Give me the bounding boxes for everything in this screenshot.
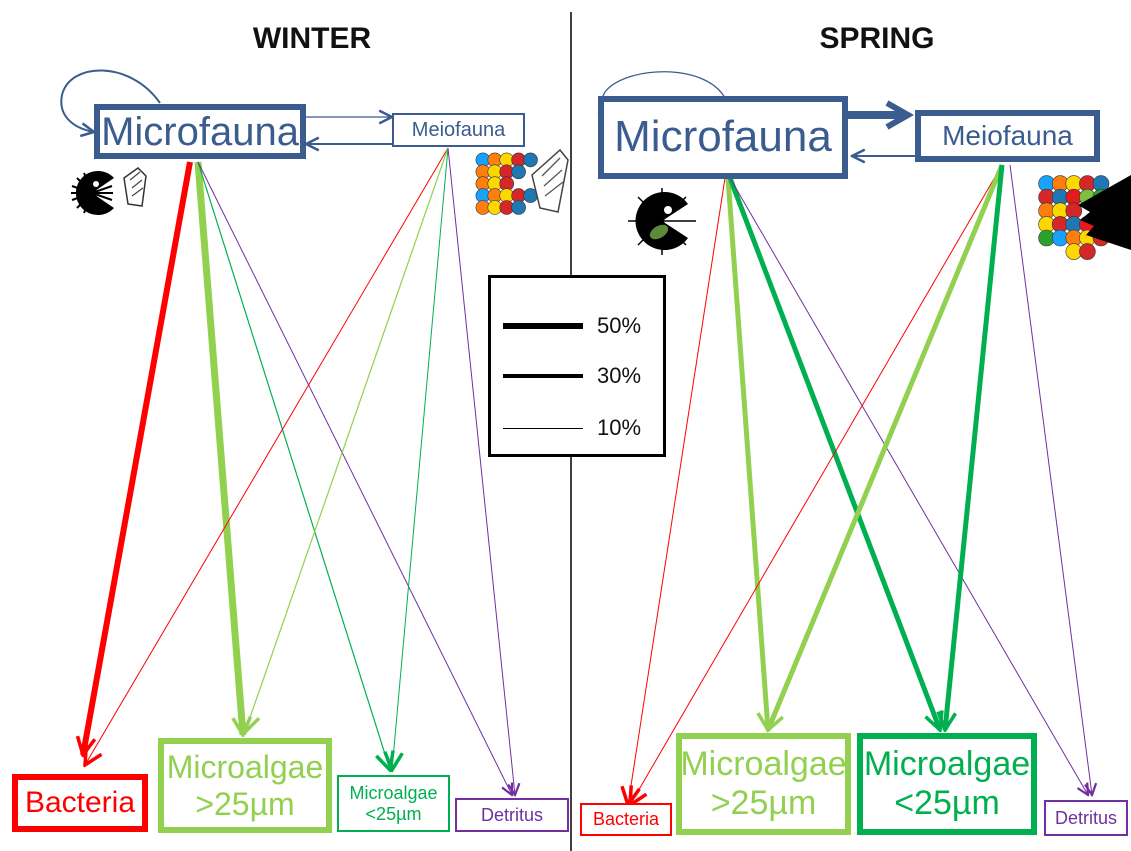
bead	[1079, 243, 1096, 260]
node-label: Detritus	[480, 804, 543, 825]
node-label: Detritus	[1054, 807, 1117, 828]
legend-row-10: 10%	[503, 415, 641, 441]
spring-microfauna-grazer-icon	[628, 188, 696, 255]
winter-flow-microfauna-microalgae-small	[197, 161, 390, 770]
spring-flow-microfauna-microalgae-small	[727, 177, 940, 730]
node-label: Bacteria	[24, 785, 136, 819]
winter-microalgae-large-node: Microalgae >25µm	[158, 738, 332, 833]
winter-loop-microfauna	[60, 69, 161, 132]
node-label: Bacteria	[592, 809, 660, 830]
bead	[523, 152, 538, 168]
winter-flow-meiofauna-microalgae-small	[392, 147, 449, 770]
spring-microalgae-small-node: Microalgae <25µm	[857, 733, 1037, 835]
spring-flow-microfauna-microalgae-large	[725, 177, 768, 730]
flow-width-legend: 50% 30% 10%	[488, 275, 666, 457]
node-label-line1: Microalgae	[863, 744, 1031, 783]
winter-flow-microfauna-bacteria	[83, 161, 193, 755]
spring-flow-meiofauna-bacteria	[630, 164, 1003, 805]
legend-line-30	[503, 374, 583, 378]
winter-flow-microfauna-detritus	[197, 161, 512, 795]
panel-title-winter: WINTER	[252, 22, 372, 55]
winter-flow-microfauna-microalgae-large	[194, 161, 243, 735]
spring-detritus-node: Detritus	[1044, 800, 1128, 836]
legend-row-50: 50%	[503, 313, 641, 339]
winter-detritus-node: Detritus	[455, 798, 569, 832]
winter-flows	[60, 69, 515, 795]
winter-bacteria-node: Bacteria	[12, 774, 148, 832]
spring-meiofauna-grazer-icon	[1038, 175, 1131, 260]
spring-flow-meiofauna-microalgae-small	[945, 164, 1005, 730]
node-label-line2: <25µm	[365, 803, 422, 824]
node-label-line1: Microalgae	[166, 748, 324, 785]
winter-microalgae-small-node: Microalgae <25µm	[337, 775, 450, 832]
node-label: Microfauna	[614, 112, 832, 162]
node-label-line2: >25µm	[710, 784, 817, 822]
node-label-line1: Microalgae	[680, 744, 847, 783]
legend-label-30: 30%	[597, 363, 642, 388]
legend-line-50	[503, 323, 583, 329]
winter-flow-meiofauna-microalgae-large	[245, 147, 449, 732]
spring-flow-microfauna-detritus	[729, 177, 1088, 795]
spring-flow-meiofauna-detritus	[1009, 164, 1092, 795]
legend-line-10	[503, 427, 583, 429]
spring-flow-meiofauna-microalgae-large	[768, 164, 1005, 730]
spring-bacteria-node: Bacteria	[580, 803, 672, 836]
winter-flow-meiofauna-detritus	[447, 147, 515, 795]
node-label-line2: >25µm	[195, 785, 295, 822]
spring-flow-microfauna-bacteria	[628, 177, 726, 805]
bead	[511, 164, 526, 180]
node-label: Microfauna	[101, 109, 299, 154]
winter-microfauna-node: Microfauna	[94, 104, 306, 159]
node-label: Meiofauna	[411, 118, 506, 141]
node-label-line2: <25µm	[894, 784, 1000, 822]
spring-microfauna-node: Microfauna	[598, 96, 848, 179]
node-label-line1: Microalgae	[349, 782, 438, 803]
node-label: Meiofauna	[942, 119, 1073, 151]
legend-label-50: 50%	[597, 313, 642, 338]
spring-flows	[597, 71, 1092, 805]
legend-row-30: 30%	[503, 363, 641, 389]
winter-flow-meiofauna-bacteria	[85, 147, 449, 765]
microfauna-grazer-icon	[71, 167, 147, 216]
bead	[511, 200, 526, 215]
legend-label-10: 10%	[597, 415, 642, 440]
meiofauna-grazer-icon	[475, 148, 569, 215]
spring-microalgae-large-node: Microalgae >25µm	[676, 733, 851, 835]
winter-meiofauna-node: Meiofauna	[392, 113, 525, 147]
spring-meiofauna-node: Meiofauna	[915, 110, 1100, 162]
panel-title-spring: SPRING	[819, 22, 935, 55]
